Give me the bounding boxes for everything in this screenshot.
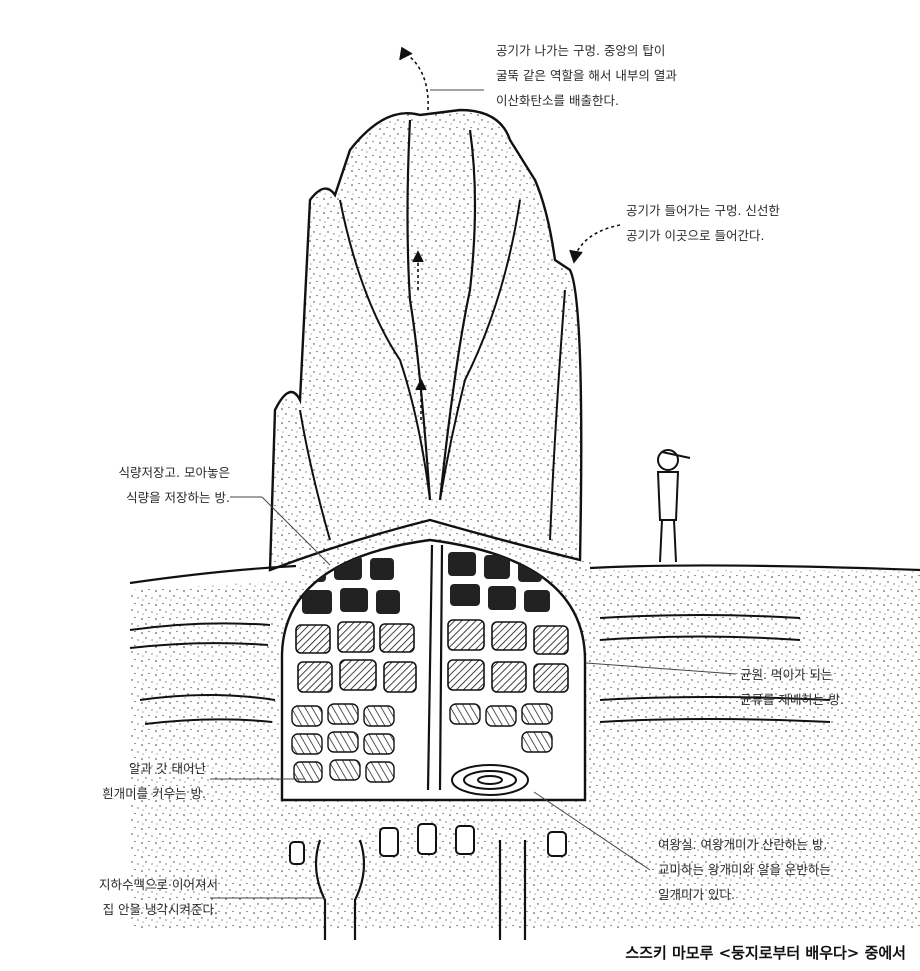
- label-nursery: 알과 갓 태어난 흰개미를 키우는 방.: [102, 761, 206, 801]
- label-food-storage: 식량저장고. 모아놓은 식량을 저장하는 방.: [118, 465, 230, 505]
- label-exhaust: 공기가 나가는 구멍. 중앙의 탑이 굴뚝 같은 역할을 해서 내부의 열과 이…: [496, 43, 677, 108]
- fungus-garden-cells: [295, 619, 569, 693]
- label-intake: 공기가 들어가는 구멍. 신선한 공기가 이곳으로 들어간다.: [626, 203, 780, 243]
- leader-lines: [210, 89, 737, 899]
- source-caption: 스즈키 마모루 <둥지로부터 배우다> 중에서: [625, 944, 906, 962]
- person-figure: [656, 449, 691, 563]
- airflow-arrows: [399, 46, 621, 420]
- mound-tower: [268, 108, 583, 572]
- royal-chamber: [451, 764, 529, 796]
- label-royal-chamber: 여왕실. 여왕개미가 산란하는 방. 교미하는 왕개미와 알을 운반하는 일개미…: [658, 837, 831, 902]
- label-fungus-garden: 균원. 먹이가 되는 균류를 재배하는 방.: [740, 667, 844, 707]
- nursery-cells: [291, 703, 553, 783]
- nest-chamber: [280, 538, 587, 802]
- cooling-shafts: [289, 823, 567, 940]
- label-cooling: 지하수맥으로 이어져서 집 안을 냉각시켜준다.: [99, 877, 218, 917]
